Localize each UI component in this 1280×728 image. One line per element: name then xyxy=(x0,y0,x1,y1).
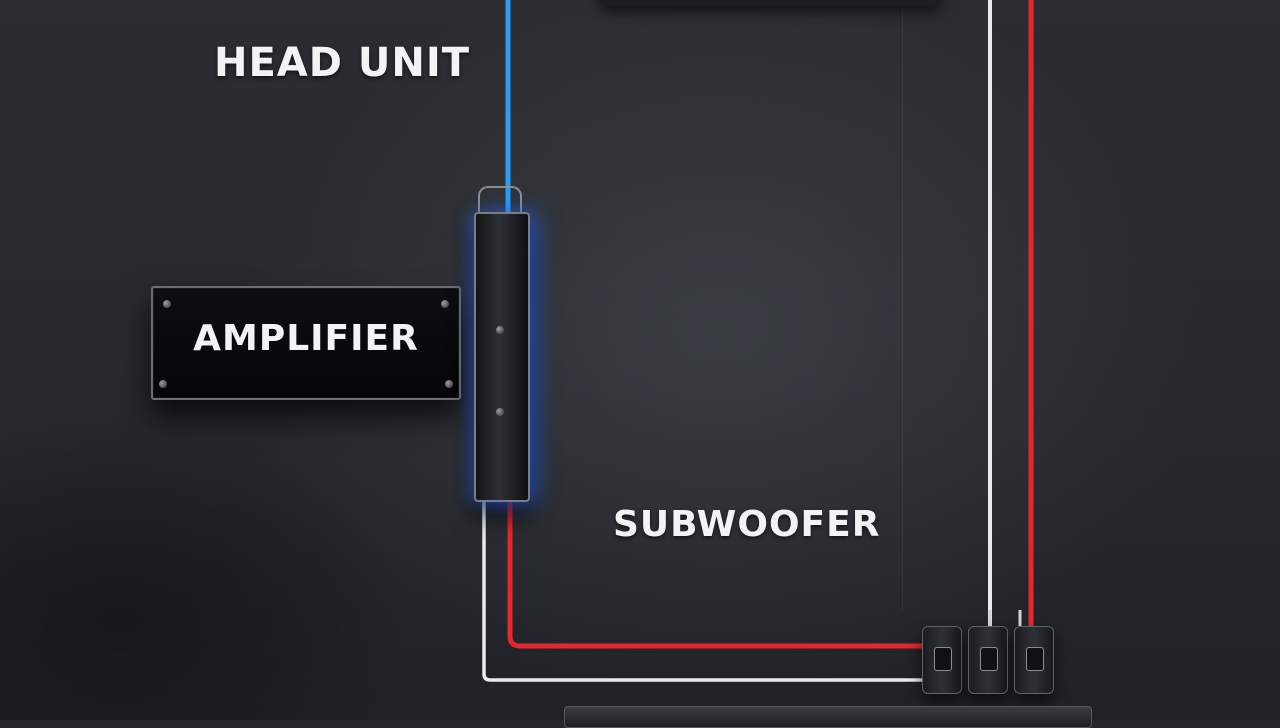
amplifier-box: AMPLIFIER xyxy=(151,286,461,400)
terminal-slot xyxy=(980,647,998,671)
screw-icon xyxy=(445,380,453,388)
terminal-connector xyxy=(922,626,962,694)
distribution-block xyxy=(474,212,530,502)
subwoofer-label: SUBWOOFER xyxy=(613,504,881,545)
terminal-slot xyxy=(1026,647,1044,671)
terminal-connector xyxy=(1014,626,1054,694)
distribution-block-loop xyxy=(478,186,522,224)
ground-wire-to-sub xyxy=(482,498,922,682)
subwoofer-mount-bar xyxy=(564,706,1092,728)
terminal-slot xyxy=(934,647,952,671)
screw-icon xyxy=(496,326,504,334)
screw-icon xyxy=(159,380,167,388)
power-wire-to-sub xyxy=(507,498,922,649)
panel-seam xyxy=(902,0,903,610)
screw-icon xyxy=(441,300,449,308)
head-unit-label: HEAD UNIT xyxy=(214,40,471,86)
screw-icon xyxy=(163,300,171,308)
head-unit-device xyxy=(600,0,940,6)
screw-icon xyxy=(496,408,504,416)
terminal-connector xyxy=(968,626,1008,694)
amplifier-label: AMPLIFIER xyxy=(193,318,419,359)
